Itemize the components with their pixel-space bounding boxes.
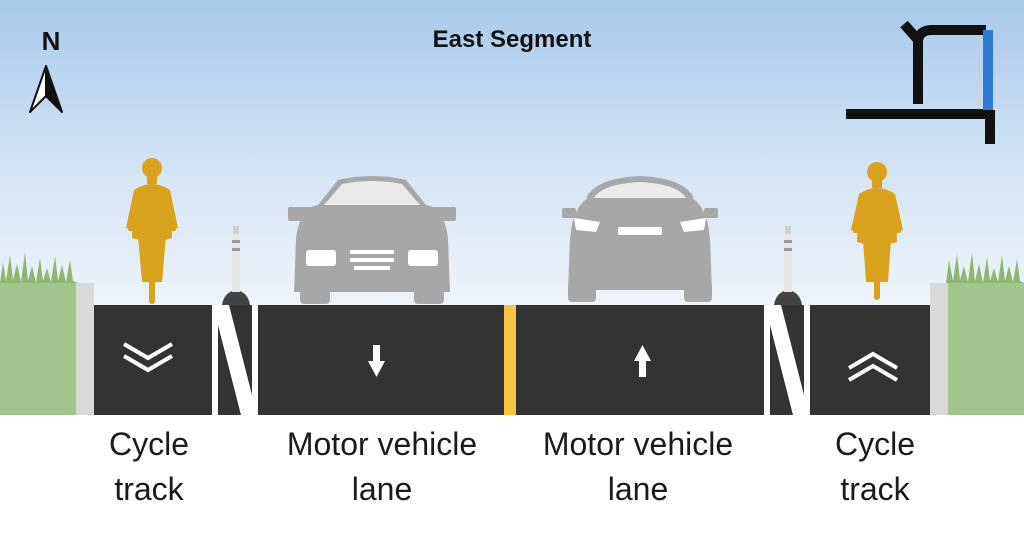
cyclist-icon <box>851 162 903 300</box>
bollard-icon <box>774 226 802 305</box>
lane-label-line1: Cycle <box>834 426 915 462</box>
bollard-icon <box>222 226 250 305</box>
lane-label-line2: track <box>114 471 184 507</box>
lane-label-line1: Motor vehicle <box>286 426 478 462</box>
page-title: East Segment <box>432 26 592 53</box>
buffer-left <box>212 305 258 415</box>
arrow-up-icon <box>634 345 651 377</box>
ground <box>0 415 1024 540</box>
lane-label-line2: lane <box>351 471 413 507</box>
lane-label-motor-lane-right: Motor vehicle lane <box>518 422 758 512</box>
car-front-icon <box>288 176 456 304</box>
center-line <box>504 305 516 415</box>
lane-label-line2: track <box>840 471 910 507</box>
chevron-up-icon <box>847 351 899 382</box>
north-arrow-icon <box>29 65 63 113</box>
right-curb <box>930 283 948 415</box>
lane-label-line1: Motor vehicle <box>542 426 734 462</box>
lane-label-line1: Cycle <box>108 426 189 462</box>
sky <box>0 0 1024 305</box>
left-grass <box>0 252 78 415</box>
north-label: N <box>41 26 61 56</box>
left-curb <box>76 283 94 415</box>
lane-label-cycle-track-left: Cycle track <box>54 422 244 512</box>
arrow-down-icon <box>368 345 385 377</box>
key-map-icon <box>846 20 995 144</box>
lane-label-motor-lane-left: Motor vehicle lane <box>262 422 502 512</box>
right-grass <box>946 253 1024 415</box>
cycle-track-left-surface <box>94 305 212 415</box>
buffer-right <box>764 305 810 415</box>
cyclist-icon <box>126 158 178 304</box>
lane-label-cycle-track-right: Cycle track <box>780 422 970 512</box>
lane-label-line2: lane <box>607 471 669 507</box>
chevron-down-icon <box>122 342 174 373</box>
cycle-track-right-surface <box>810 305 930 415</box>
motor-lane-left-surface <box>258 305 504 415</box>
car-rear-icon <box>562 176 718 302</box>
